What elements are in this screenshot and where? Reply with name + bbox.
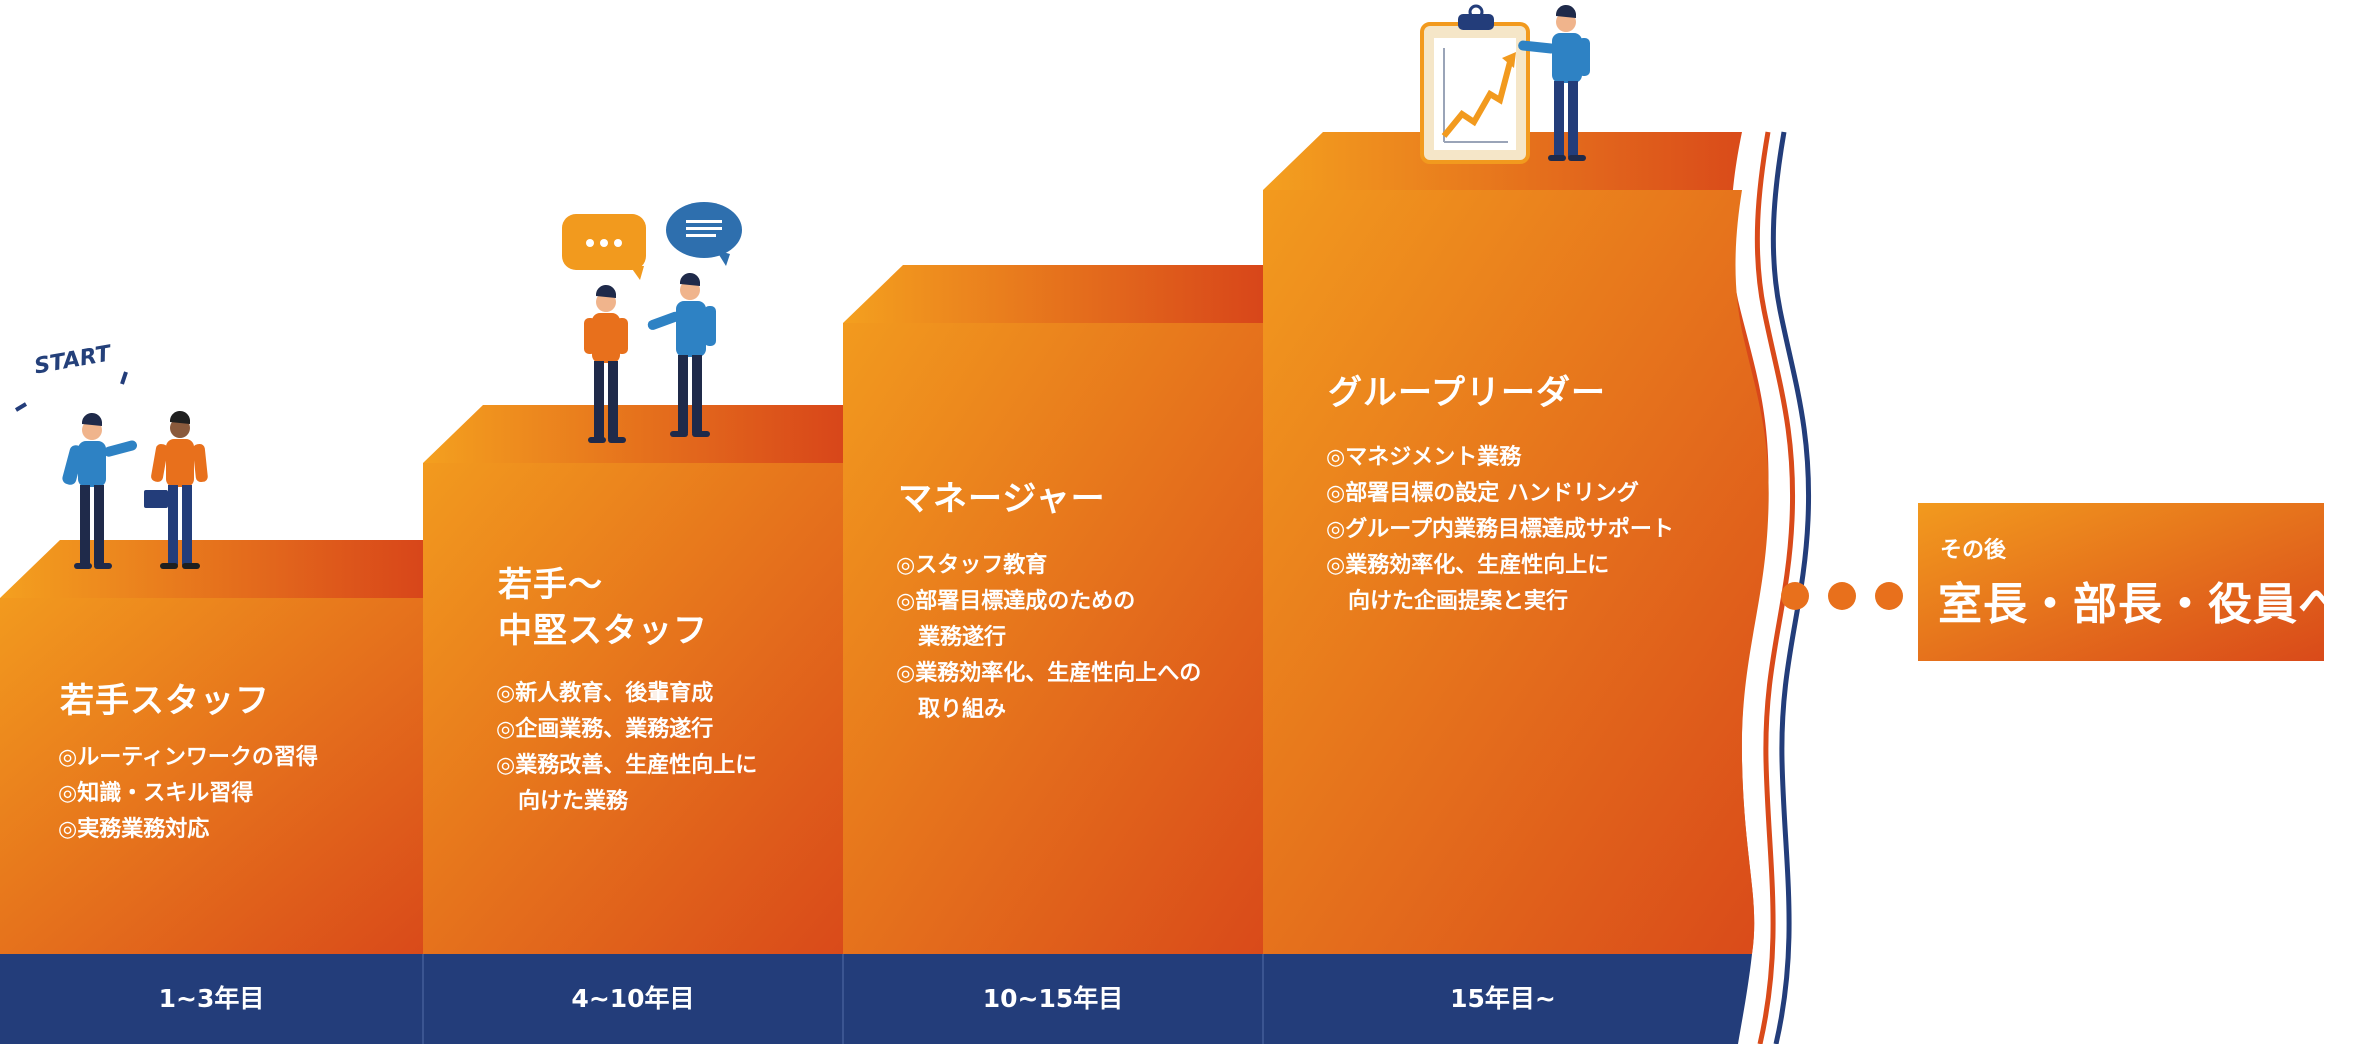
list-item: ◎実務業務対応	[58, 817, 210, 842]
chat-bubble-icon	[666, 202, 742, 266]
step-3-block	[843, 265, 1263, 954]
year-label-4: 15年目~	[1450, 984, 1556, 1013]
wave-stripe-navy	[1770, 131, 1812, 1044]
ellipsis-dot	[1828, 582, 1856, 610]
step-1-title: 若手スタッフ	[60, 681, 270, 721]
step-1-block	[0, 540, 423, 954]
year-label-3: 10~15年目	[982, 984, 1124, 1013]
start-mark	[120, 371, 128, 385]
step-4-items: ◎マネジメント業務 ◎部署目標の設定 ハンドリング ◎グループ内業務目標達成サポ…	[1326, 440, 1746, 620]
step-3-front	[843, 323, 1263, 954]
list-item: ◎企画業務、業務遂行	[496, 717, 714, 742]
ellipsis-dot	[1875, 582, 1903, 610]
person-icon	[144, 410, 208, 569]
list-item: ◎業務効率化、生産性向上に 向けた企画提案と実行	[1326, 553, 1610, 614]
step-2-front	[423, 463, 843, 954]
speech-bubble-icon	[562, 214, 646, 280]
clipboard-chart-icon	[1420, 4, 1530, 164]
list-item: ◎スタッフ教育	[896, 553, 1048, 578]
list-item: ◎業務改善、生産性向上に 向けた業務	[496, 753, 758, 814]
step-2-block	[423, 405, 843, 954]
start-mark	[14, 402, 28, 412]
step-3-items: ◎スタッフ教育 ◎部署目標達成のための 業務遂行 ◎業務効率化、生産性向上への …	[896, 548, 1261, 728]
step-2-items: ◎新人教育、後輩育成 ◎企画業務、業務遂行 ◎業務改善、生産性向上に 向けた業務	[496, 676, 836, 820]
final-box	[1918, 503, 2324, 661]
step-1-front	[0, 598, 423, 954]
step-2-top	[423, 405, 843, 463]
step-1-items: ◎ルーティンワークの習得 ◎知識・スキル習得 ◎実務業務対応	[58, 740, 418, 848]
step-3-top	[843, 265, 1263, 323]
wave-stripe-orange	[1754, 131, 1796, 1044]
step-2-title: 若手～ 中堅スタッフ	[498, 565, 708, 651]
year-label-2: 4~10年目	[571, 984, 695, 1013]
person-icon	[62, 412, 138, 569]
final-title: 室長・部長・役員へ	[1938, 579, 2343, 630]
list-item: ◎マネジメント業務	[1326, 445, 1522, 470]
person-icon	[584, 284, 628, 443]
year-label-1: 1~3年目	[158, 984, 265, 1013]
step-4-title: グループリーダー	[1328, 373, 1606, 413]
list-item: ◎部署目標達成のための 業務遂行	[896, 589, 1136, 650]
list-item: ◎ルーティンワークの習得	[58, 745, 318, 770]
briefcase-icon	[144, 490, 168, 508]
list-item: ◎業務効率化、生産性向上への 取り組み	[896, 661, 1202, 722]
list-item: ◎部署目標の設定 ハンドリング	[1326, 481, 1639, 506]
step-4-front	[1263, 190, 1769, 954]
person-icon	[1518, 4, 1590, 161]
ellipsis-dot	[1781, 582, 1809, 610]
person-icon	[647, 272, 716, 437]
step-1-top	[0, 540, 423, 598]
list-item: ◎新人教育、後輩育成	[496, 681, 714, 706]
final-subtitle: その後	[1940, 538, 2007, 563]
step-3-title: マネージャー	[898, 479, 1106, 519]
year-band	[0, 954, 1752, 1044]
list-item: ◎知識・スキル習得	[58, 781, 254, 806]
step-4-block	[1263, 132, 1769, 954]
list-item: ◎グループ内業務目標達成サポート	[1326, 517, 1674, 542]
